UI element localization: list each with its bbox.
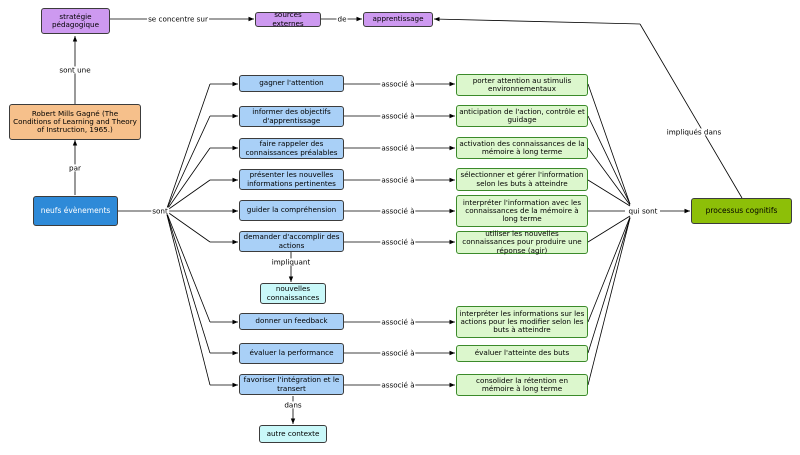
event-demander-actions[interactable]: demander d'accomplir des actions	[239, 231, 344, 252]
label-qui-sont: qui sont	[627, 206, 659, 216]
label-associe-6: associé à	[380, 237, 416, 247]
label-se-concentre-sur: se concentre sur	[147, 14, 209, 24]
event-favoriser-integration[interactable]: favoriser l'intégration et le transert	[239, 374, 344, 395]
event-evaluer-performance[interactable]: évaluer la performance	[239, 343, 344, 364]
node-strategie-pedagogique[interactable]: stratégie pédagogique	[41, 8, 110, 34]
label-associe-4: associé à	[380, 175, 416, 185]
event-donner-feedback[interactable]: donner un feedback	[239, 313, 344, 330]
label-impliques-dans: impliqués dans	[665, 127, 723, 137]
result-consolider-retention[interactable]: consolider la rétention en mémoire à lon…	[456, 374, 588, 396]
node-nouvelles-connaissances[interactable]: nouvelles connaissances	[260, 283, 326, 304]
label-associe-1: associé à	[380, 79, 416, 89]
label-sont: sont	[151, 206, 169, 216]
label-associe-2: associé à	[380, 111, 416, 121]
node-processus-cognitifs[interactable]: processus cognitifs	[691, 198, 792, 224]
node-apprentissage[interactable]: apprentissage	[363, 12, 433, 27]
label-impliquant: impliquant	[270, 257, 312, 267]
node-neufs-evenements[interactable]: neufs évènements	[33, 196, 118, 226]
label-dans: dans	[283, 400, 303, 410]
label-par: par	[68, 163, 82, 173]
event-gagner-attention[interactable]: gagner l'attention	[239, 75, 344, 92]
result-selectionner-information[interactable]: sélectionner et gérer l'information selo…	[456, 168, 588, 191]
label-associe-7: associé à	[380, 317, 416, 327]
event-informer-objectifs[interactable]: informer des objectifs d'apprentissage	[239, 106, 344, 127]
result-anticipation-action[interactable]: anticipation de l'action, contrôle et gu…	[456, 105, 588, 127]
label-associe-3: associé à	[380, 143, 416, 153]
label-sont-une: sont une	[58, 65, 92, 75]
result-porter-attention[interactable]: porter attention au stimulis environneme…	[456, 74, 588, 96]
result-interpreter-information[interactable]: interpréter l'information avec les conna…	[456, 195, 588, 227]
node-autre-contexte[interactable]: autre contexte	[259, 425, 327, 443]
event-presenter-informations[interactable]: présenter les nouvelles informations per…	[239, 169, 344, 190]
label-associe-5: associé à	[380, 206, 416, 216]
result-activation-connaissances[interactable]: activation des connaissances de la mémoi…	[456, 137, 588, 159]
label-de: de	[336, 14, 348, 24]
event-guider-comprehension[interactable]: guider la compréhension	[239, 200, 344, 221]
result-utiliser-connaissances[interactable]: utiliser les nouvelles connaissances pou…	[456, 230, 588, 254]
event-faire-rappeler[interactable]: faire rappeler des connaissances préalab…	[239, 138, 344, 159]
node-robert-mills-gagne[interactable]: Robert Mills Gagné (The Conditions of Le…	[9, 104, 141, 140]
result-interpreter-actions[interactable]: interpréter les informations sur les act…	[456, 306, 588, 338]
label-associe-8: associé à	[380, 348, 416, 358]
label-associe-9: associé à	[380, 380, 416, 390]
node-sources-externes[interactable]: sources externes	[255, 11, 321, 27]
result-evaluer-atteinte[interactable]: évaluer l'atteinte des buts	[456, 345, 588, 362]
